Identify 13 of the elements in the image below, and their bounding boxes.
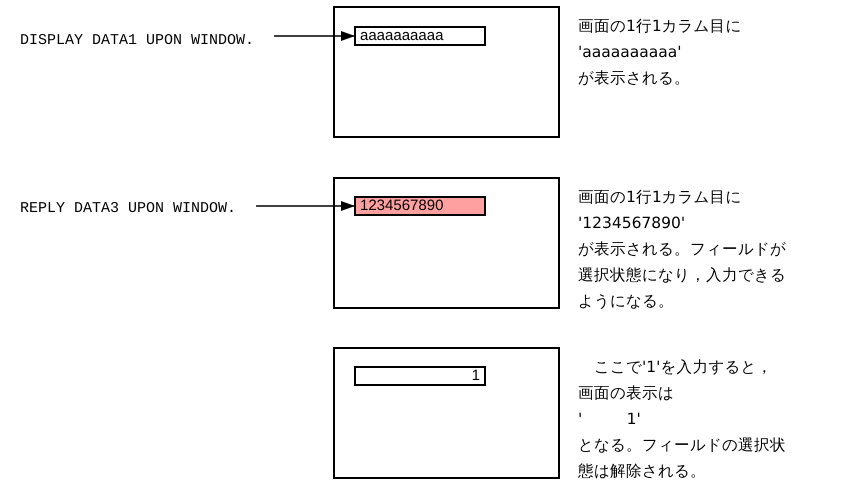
input-field: aaaaaaaaaa — [354, 26, 486, 46]
screen-box — [333, 177, 560, 309]
description-text: 画面の1行1カラム目に '1234567890' が表示される。フィールドが 選択状態になり，入力できる ようになる。 — [578, 187, 786, 312]
description-text: ここで'1'を入力すると， 画面の表示は ' 1' となる。フィールドの選択状 態は解除される。 — [578, 357, 786, 480]
screen-box — [333, 347, 560, 479]
input-field: 1234567890 — [354, 196, 486, 216]
screen-box — [333, 6, 560, 138]
input-field: 1 — [354, 366, 486, 386]
command-text: REPLY DATA3 UPON WINDOW. — [20, 200, 236, 217]
arrow — [256, 201, 355, 211]
description-text: 画面の1行1カラム目に 'aaaaaaaaaa' が表示される。 — [578, 16, 742, 89]
command-text: DISPLAY DATA1 UPON WINDOW. — [20, 32, 254, 49]
arrow — [274, 31, 355, 41]
